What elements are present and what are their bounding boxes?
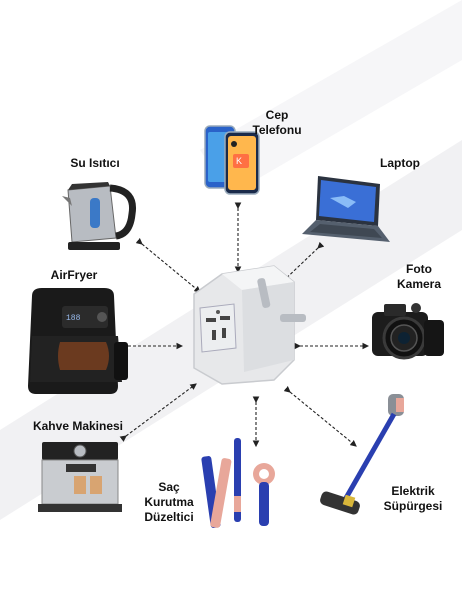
hair-tools-icon <box>201 438 275 528</box>
label-kettle: Su Isıtıcı <box>70 156 120 170</box>
vacuum-cleaner-icon <box>320 394 404 515</box>
svg-text:188: 188 <box>66 314 81 323</box>
label-coffee-machine: Kahve Makinesi <box>32 419 124 433</box>
coffee-machine-icon <box>38 442 122 512</box>
label-airfryer: AirFryer <box>50 268 98 282</box>
kettle-icon <box>62 182 137 250</box>
travel-adapter-icon <box>193 265 306 385</box>
camera-icon <box>372 303 444 360</box>
smartphone-icon: K <box>204 125 260 195</box>
arrow-coffee <box>119 383 197 442</box>
arrow-kettle <box>135 237 201 293</box>
arrow-vacuum <box>283 385 357 447</box>
airfryer-icon: 188 <box>28 288 128 394</box>
label-laptop: Laptop <box>380 156 420 170</box>
laptop-icon <box>302 176 390 242</box>
svg-text:K: K <box>236 156 242 166</box>
